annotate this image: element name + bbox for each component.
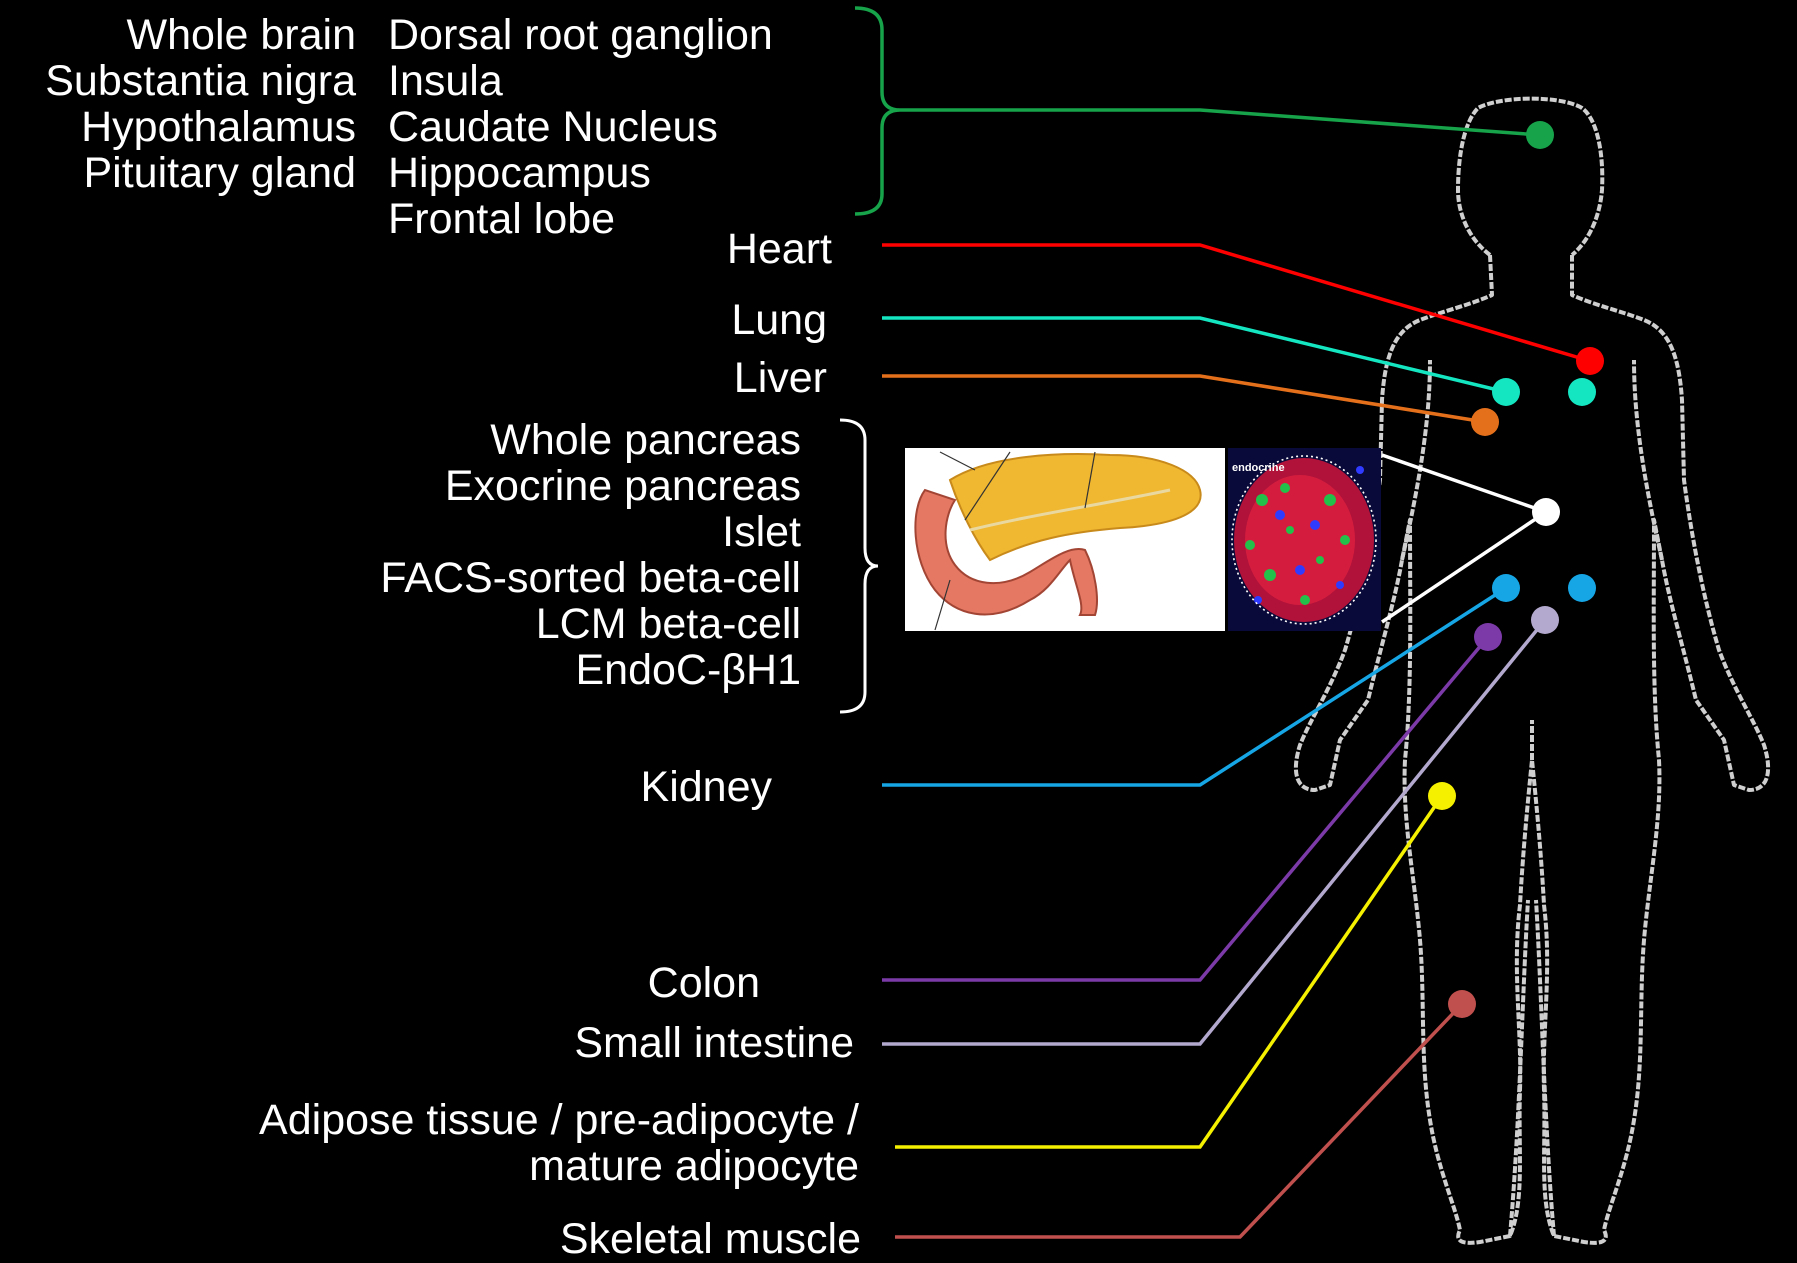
- brain-region-label: Hippocampus: [388, 150, 773, 196]
- human-body-outline: [1296, 99, 1768, 1243]
- pancreas-labels: Whole pancreas Exocrine pancreas Islet F…: [380, 417, 801, 693]
- heart-label: Heart: [727, 226, 832, 272]
- brain-group-bracket: [855, 8, 900, 214]
- pancreas-sample-label: Exocrine pancreas: [380, 463, 801, 509]
- colon-dot: [1474, 623, 1502, 651]
- kidney-dot-left: [1492, 574, 1520, 602]
- lung-dot-left: [1492, 378, 1520, 406]
- brain-dot: [1526, 121, 1554, 149]
- brain-region-label: Frontal lobe: [388, 196, 773, 242]
- lung-label: Lung: [731, 297, 827, 343]
- brain-region-label: Whole brain: [45, 12, 356, 58]
- small-intestine-dot: [1531, 606, 1559, 634]
- brain-connector: [900, 110, 1540, 135]
- colon-connector: [882, 637, 1488, 980]
- tissue-dots: [1428, 121, 1604, 1018]
- adipose-label: Adipose tissue / pre-adipocyte / mature …: [259, 1097, 859, 1189]
- islet-inset-label: endocrine: [1232, 462, 1285, 474]
- connector-lines: [882, 110, 1590, 1237]
- brain-region-label: Pituitary gland: [45, 150, 356, 196]
- pancreas-dot: [1532, 498, 1560, 526]
- liver-connector: [882, 376, 1485, 422]
- heart-connector: [882, 245, 1590, 361]
- small-intestine-label: Small intestine: [574, 1020, 854, 1066]
- brain-region-label: Dorsal root ganglion: [388, 12, 773, 58]
- pancreas-sample-label: EndoC-βH1: [380, 647, 801, 693]
- kidney-label: Kidney: [641, 764, 772, 810]
- pancreas-connector-top: [1382, 455, 1546, 512]
- lung-dot-right: [1568, 378, 1596, 406]
- brain-right-labels: Dorsal root ganglion Insula Caudate Nucl…: [388, 12, 773, 242]
- kidney-dot-right: [1568, 574, 1596, 602]
- skeletal-muscle-connector: [895, 1004, 1462, 1237]
- liver-dot: [1471, 408, 1499, 436]
- liver-label: Liver: [734, 355, 827, 401]
- adipose-label-line: mature adipocyte: [259, 1143, 859, 1189]
- colon-label: Colon: [648, 960, 760, 1006]
- pancreas-sample-label: FACS-sorted beta-cell: [380, 555, 801, 601]
- pancreas-sample-label: Islet: [380, 509, 801, 555]
- brain-region-label: Insula: [388, 58, 773, 104]
- pancreas-illustration: [905, 448, 1225, 631]
- brain-region-label: Caudate Nucleus: [388, 104, 773, 150]
- heart-dot: [1576, 347, 1604, 375]
- adipose-dot: [1428, 782, 1456, 810]
- skeletal-muscle-label: Skeletal muscle: [560, 1216, 861, 1262]
- skeletal-muscle-dot: [1448, 990, 1476, 1018]
- pancreas-sample-label: LCM beta-cell: [380, 601, 801, 647]
- adipose-label-line: Adipose tissue / pre-adipocyte /: [259, 1097, 859, 1143]
- pancreas-group-bracket: [840, 420, 878, 712]
- pancreas-sample-label: Whole pancreas: [380, 417, 801, 463]
- islet-micrograph: endocrine: [1228, 448, 1381, 631]
- brain-region-label: Substantia nigra: [45, 58, 356, 104]
- brain-region-label: Hypothalamus: [45, 104, 356, 150]
- lung-connector: [882, 318, 1506, 392]
- brain-left-labels: Whole brain Substantia nigra Hypothalamu…: [45, 12, 356, 196]
